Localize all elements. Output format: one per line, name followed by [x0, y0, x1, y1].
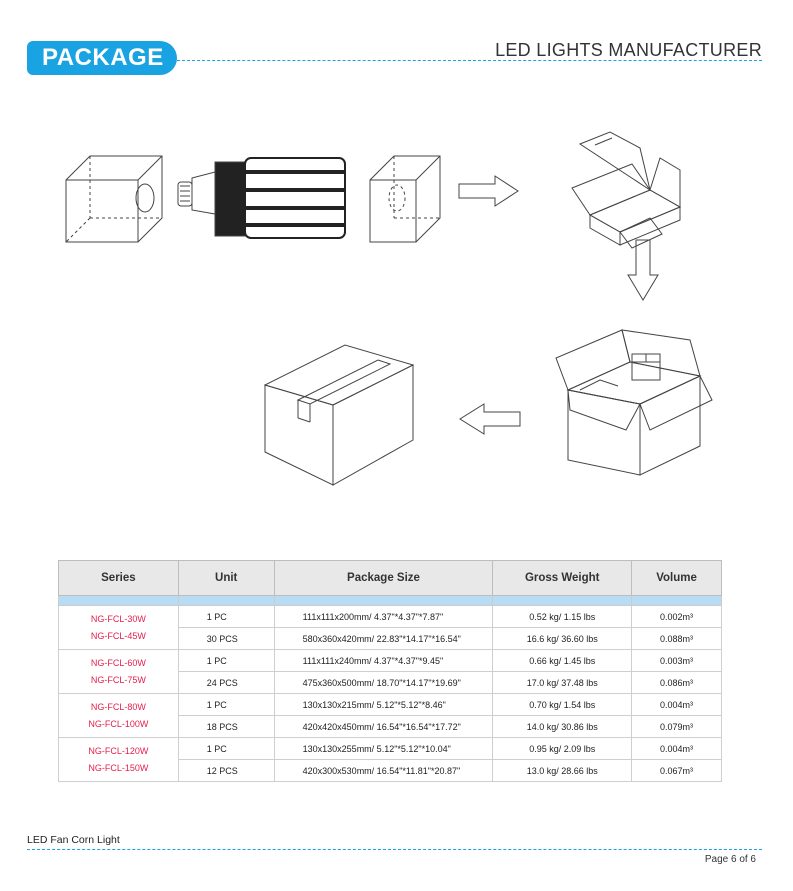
table-row: NG-FCL-80W NG-FCL-100W 1 PC 130x130x215m…	[58, 693, 722, 738]
series-cell: NG-FCL-120W NG-FCL-150W	[58, 737, 179, 782]
box-with-bulb-icon	[369, 155, 441, 243]
header-title: LED LIGHTS MANUFACTURER	[495, 40, 762, 60]
unit-cell: 12 PCS	[177, 759, 275, 782]
table-header-row: Series Unit Package Size Gross Weight Vo…	[58, 560, 722, 596]
volume-cell: 0.004m³	[631, 693, 722, 716]
weight-cell: 0.95 kg/ 2.09 lbs	[492, 737, 633, 760]
volume-cell: 0.004m³	[631, 737, 722, 760]
unit-cell: 18 PCS	[177, 715, 275, 738]
volume-cell: 0.086m³	[631, 671, 722, 694]
table-row: NG-FCL-60W NG-FCL-75W 1 PC 111x111x240mm…	[58, 649, 722, 694]
table-row: 18 PCS 420x420x450mm/ 16.54"*16.54"*17.7…	[59, 715, 722, 738]
table-row: NG-FCL-30W NG-FCL-45W 1 PC 111x111x200mm…	[58, 605, 722, 650]
sealed-carton-icon	[263, 344, 415, 486]
footer-product-name: LED Fan Corn Light	[27, 834, 120, 846]
size-cell: 111x111x200mm/ 4.37"*4.37"*7.87"	[273, 605, 494, 628]
page-number: Page 6 of 6	[704, 854, 756, 865]
size-cell: 475x360x500mm/ 18.70"*14.17"*19.69"	[273, 671, 494, 694]
weight-cell: 0.52 kg/ 1.15 lbs	[492, 605, 633, 628]
inner-box-icon	[65, 155, 163, 243]
weight-cell: 0.66 kg/ 1.45 lbs	[492, 649, 633, 672]
unit-cell: 1 PC	[177, 605, 275, 628]
volume-cell: 0.003m³	[631, 649, 722, 672]
weight-cell: 16.6 kg/ 36.60 lbs	[492, 627, 633, 650]
package-badge: PACKAGE	[27, 41, 177, 75]
unit-cell: 30 PCS	[177, 627, 275, 650]
weight-cell: 17.0 kg/ 37.48 lbs	[492, 671, 633, 694]
package-spec-table: Series Unit Package Size Gross Weight Vo…	[58, 560, 722, 782]
size-cell: 580x360x420mm/ 22.83"*14.17"*16.54"	[273, 627, 494, 650]
col-header-unit: Unit	[177, 560, 275, 596]
corn-light-bulb-icon	[177, 157, 346, 239]
col-header-volume: Volume	[631, 560, 722, 596]
table-row: 30 PCS 580x360x420mm/ 22.83"*14.17"*16.5…	[59, 627, 722, 650]
weight-cell: 13.0 kg/ 28.66 lbs	[492, 759, 633, 782]
unit-cell: 1 PC	[177, 693, 275, 716]
open-carton-icon	[555, 329, 713, 476]
col-header-series: Series	[58, 560, 179, 596]
open-inner-box-icon	[571, 131, 682, 249]
unit-cell: 1 PC	[177, 737, 275, 760]
arrow-right-icon	[458, 175, 519, 207]
size-cell: 420x420x450mm/ 16.54"*16.54"*17.72"	[273, 715, 494, 738]
col-header-gross-weight: Gross Weight	[492, 560, 633, 596]
header-divider	[177, 60, 762, 61]
table-row: 24 PCS 475x360x500mm/ 18.70"*14.17"*19.6…	[59, 671, 722, 694]
volume-cell: 0.079m³	[631, 715, 722, 738]
series-cell: NG-FCL-60W NG-FCL-75W	[58, 649, 179, 694]
size-cell: 111x111x240mm/ 4.37"*4.37"*9.45"	[273, 649, 494, 672]
size-cell: 420x300x530mm/ 16.54"*11.81"*20.87"	[273, 759, 494, 782]
series-cell: NG-FCL-30W NG-FCL-45W	[58, 605, 179, 650]
unit-cell: 24 PCS	[177, 671, 275, 694]
size-cell: 130x130x215mm/ 5.12"*5.12"*8.46"	[273, 693, 494, 716]
col-header-package-size: Package Size	[273, 560, 494, 596]
weight-cell: 0.70 kg/ 1.54 lbs	[492, 693, 633, 716]
volume-cell: 0.067m³	[631, 759, 722, 782]
volume-cell: 0.002m³	[631, 605, 722, 628]
arrow-left-icon	[459, 403, 521, 435]
unit-cell: 1 PC	[177, 649, 275, 672]
size-cell: 130x130x255mm/ 5.12"*5.12"*10.04"	[273, 737, 494, 760]
table-row: NG-FCL-120W NG-FCL-150W 1 PC 130x130x255…	[58, 737, 722, 782]
weight-cell: 14.0 kg/ 30.86 lbs	[492, 715, 633, 738]
arrow-down-icon	[627, 239, 659, 301]
footer-divider	[27, 849, 762, 850]
volume-cell: 0.088m³	[631, 627, 722, 650]
packaging-diagram	[65, 131, 713, 486]
series-cell: NG-FCL-80W NG-FCL-100W	[58, 693, 179, 738]
table-accent-row	[58, 595, 722, 606]
table-row: 12 PCS 420x300x530mm/ 16.54"*11.81"*20.8…	[59, 759, 722, 782]
